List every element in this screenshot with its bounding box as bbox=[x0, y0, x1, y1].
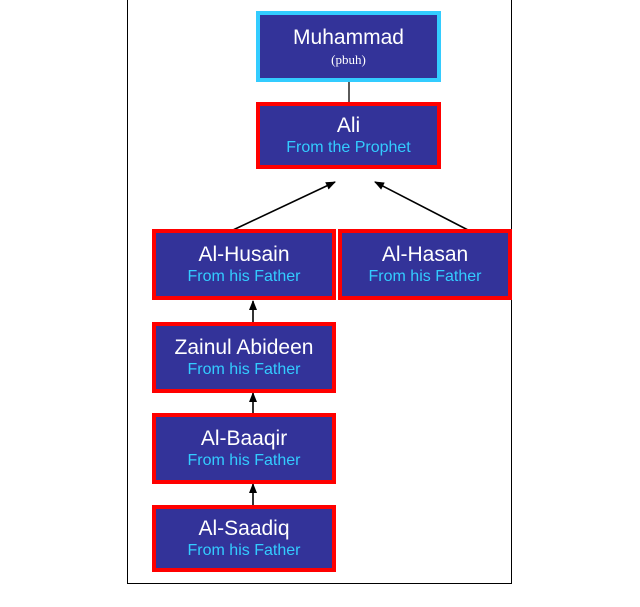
node-subtitle: From his Father bbox=[187, 541, 301, 559]
node-subtitle: From his Father bbox=[187, 360, 301, 378]
node-ali: Ali From the Prophet bbox=[256, 102, 441, 169]
node-al-husain: Al-Husain From his Father bbox=[152, 229, 336, 300]
node-subtitle: From the Prophet bbox=[286, 138, 411, 156]
node-subtitle: From his Father bbox=[187, 451, 301, 469]
node-name: Al-Hasan bbox=[381, 242, 469, 266]
node-subtitle: (pbuh) bbox=[331, 51, 366, 67]
node-al-saadiq: Al-Saadiq From his Father bbox=[152, 505, 336, 572]
node-subtitle: From his Father bbox=[187, 267, 301, 285]
node-name: Al-Baaqir bbox=[200, 426, 288, 450]
node-al-baaqir: Al-Baaqir From his Father bbox=[152, 413, 336, 484]
node-name: Muhammad bbox=[293, 25, 404, 49]
node-name: Al-Saadiq bbox=[198, 516, 290, 540]
node-al-hasan: Al-Hasan From his Father bbox=[338, 229, 512, 300]
node-muhammad: Muhammad (pbuh) bbox=[256, 11, 441, 82]
node-zainul-abideen: Zainul Abideen From his Father bbox=[152, 322, 336, 393]
node-name: Zainul Abideen bbox=[174, 335, 314, 359]
node-name: Ali bbox=[336, 113, 361, 137]
node-subtitle: From his Father bbox=[368, 267, 482, 285]
node-name: Al-Husain bbox=[198, 242, 290, 266]
